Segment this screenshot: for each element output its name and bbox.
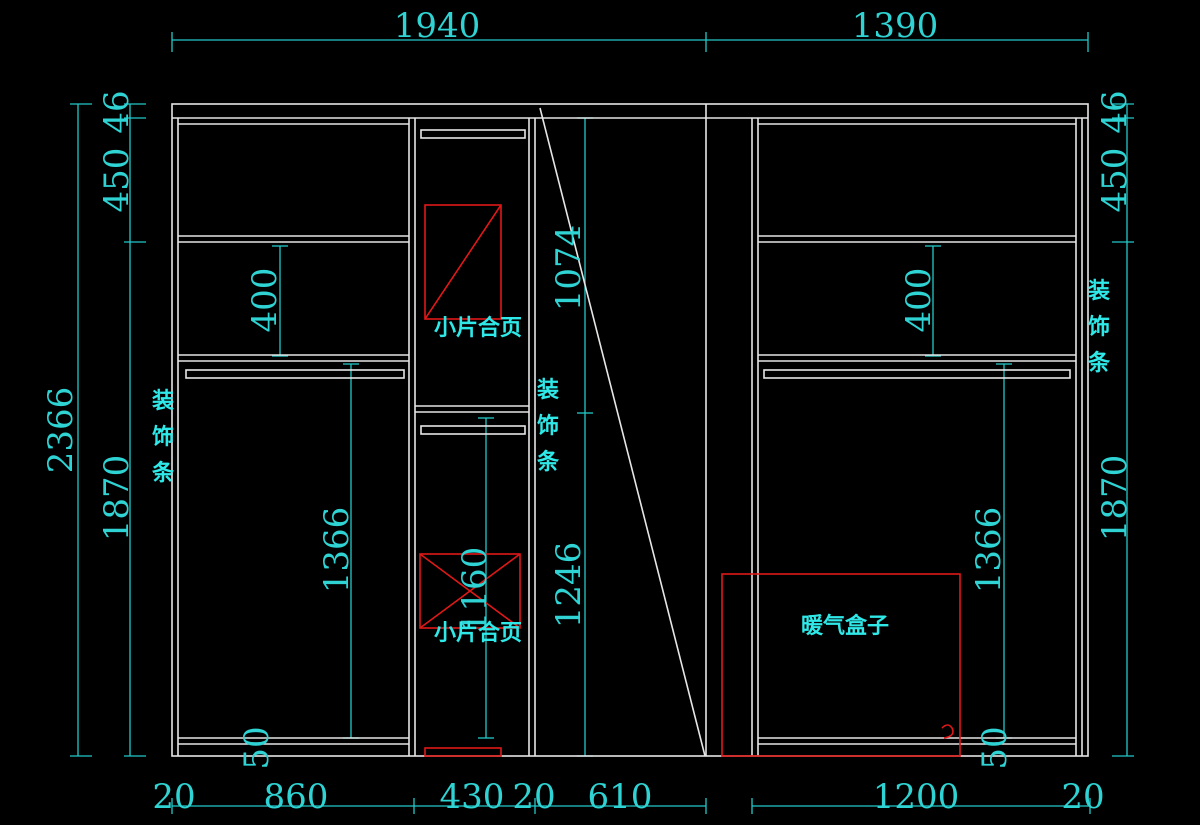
dim-right-lower: 1870 bbox=[1095, 455, 1135, 542]
dim-right-top: 46 bbox=[1095, 90, 1135, 133]
dim-lower-mid: 1246 bbox=[549, 542, 589, 629]
dim-bottom-2: 860 bbox=[264, 777, 329, 817]
dim-bottom-3: 430 bbox=[440, 777, 505, 817]
dim-top-right: 1390 bbox=[852, 6, 939, 46]
dim-left-top: 46 bbox=[97, 90, 137, 133]
trim-label-right: 装饰条 bbox=[1087, 279, 1111, 376]
dim-left-lower: 1870 bbox=[97, 455, 137, 542]
hinge-label-lower: 小片合页 bbox=[434, 620, 522, 646]
trim-label-mid: 装饰条 bbox=[536, 378, 560, 475]
dim-right-upper: 450 bbox=[1095, 148, 1135, 213]
dimension-lines bbox=[70, 32, 1134, 814]
dim-hang-right: 1366 bbox=[969, 507, 1009, 594]
text-labels: 装饰条 装饰条 装饰条 小片合页 小片合页 暖气盒子 bbox=[151, 279, 1111, 646]
dim-hang-left: 1366 bbox=[317, 507, 357, 594]
dim-bottom-7: 20 bbox=[1061, 777, 1104, 817]
dim-base-left: 50 bbox=[237, 726, 277, 769]
heater-box-outline bbox=[721, 573, 961, 757]
dim-bottom-6: 1200 bbox=[873, 777, 960, 817]
dim-top-left: 1940 bbox=[394, 6, 481, 46]
red-annotations bbox=[419, 204, 961, 757]
trim-label-left: 装饰条 bbox=[151, 389, 175, 486]
dim-bottom-1: 20 bbox=[152, 777, 195, 817]
cabinet-outline bbox=[171, 103, 1089, 757]
dimension-texts: 1940 1390 2366 1870 450 46 46 450 1870 2… bbox=[41, 6, 1135, 817]
dim-left-total: 2366 bbox=[41, 387, 81, 474]
dim-shelf-left: 400 bbox=[245, 268, 285, 333]
dim-left-upper: 450 bbox=[97, 148, 137, 213]
dim-shelf-right: 400 bbox=[899, 268, 939, 333]
dim-hang-mid: 1160 bbox=[455, 547, 495, 634]
dim-bottom-4: 20 bbox=[512, 777, 555, 817]
dim-bottom-5: 610 bbox=[588, 777, 653, 817]
heater-box-label: 暖气盒子 bbox=[801, 613, 889, 639]
dim-base-right: 50 bbox=[975, 726, 1015, 769]
dim-upper-mid: 1074 bbox=[549, 225, 589, 312]
hinge-label-upper: 小片合页 bbox=[434, 315, 522, 341]
